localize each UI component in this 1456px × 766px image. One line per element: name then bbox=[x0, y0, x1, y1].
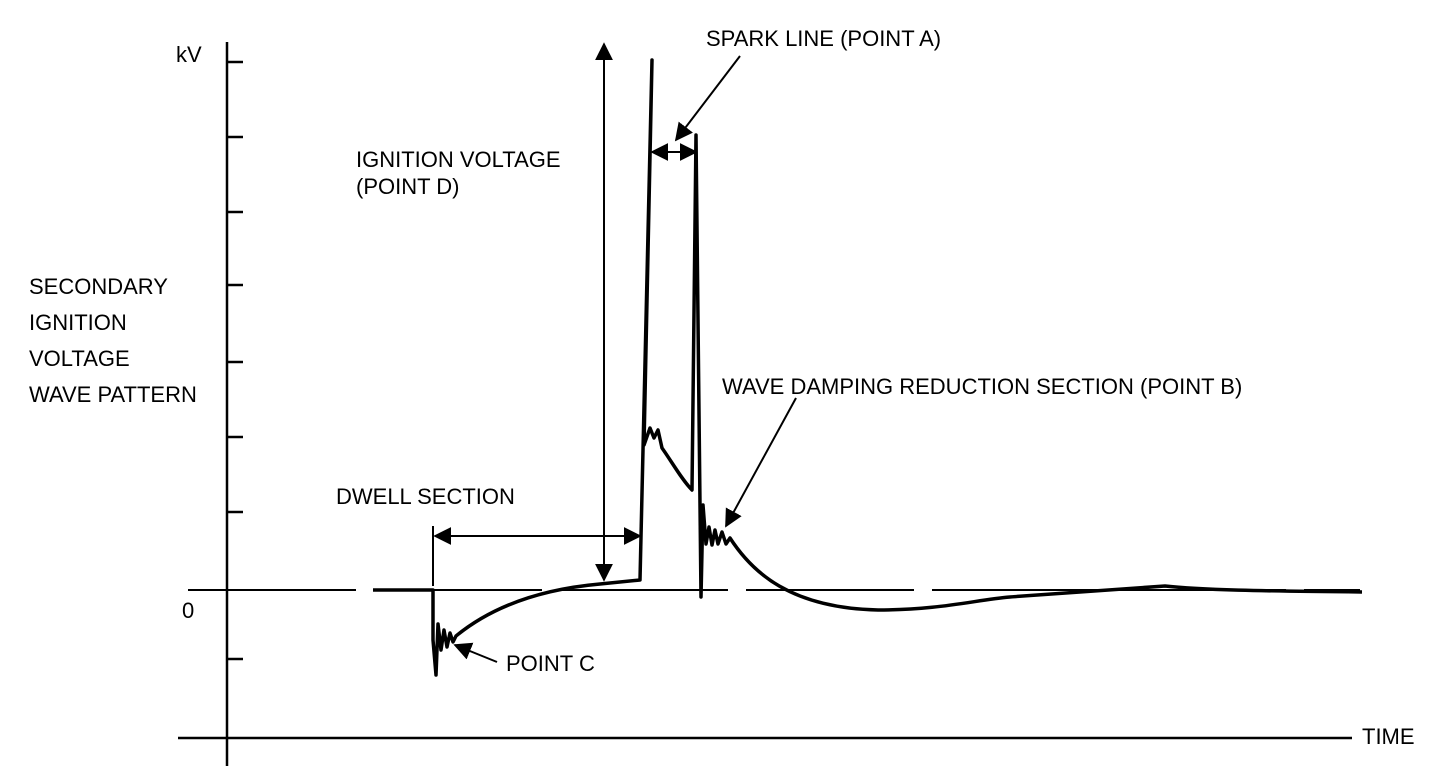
x-axis-label: TIME bbox=[1362, 724, 1415, 749]
y-axis-unit-label: kV bbox=[176, 42, 202, 67]
ignition-voltage-label-line1: IGNITION VOLTAGE bbox=[356, 147, 561, 172]
zero-label: 0 bbox=[182, 598, 194, 623]
spark-line-label: SPARK LINE (POINT A) bbox=[706, 26, 941, 51]
dwell-section-label: DWELL SECTION bbox=[336, 484, 515, 509]
point-c-label: POINT C bbox=[506, 651, 595, 676]
wave-damping-label: WAVE DAMPING REDUCTION SECTION (POINT B) bbox=[722, 374, 1242, 399]
title-line-2: IGNITION bbox=[29, 310, 127, 335]
secondary-waveform bbox=[373, 58, 1363, 677]
wave-damping-leader-arrow bbox=[725, 397, 797, 528]
point-c-leader-arrow bbox=[453, 642, 498, 663]
y-axis-ticks bbox=[227, 60, 243, 661]
ignition-voltage-label-line2: (POINT D) bbox=[356, 174, 459, 199]
title-line-4: WAVE PATTERN bbox=[29, 382, 197, 407]
title-line-3: VOLTAGE bbox=[29, 346, 130, 371]
spark-line-leader-arrow bbox=[674, 55, 741, 142]
title-line-1: SECONDARY bbox=[29, 274, 168, 299]
